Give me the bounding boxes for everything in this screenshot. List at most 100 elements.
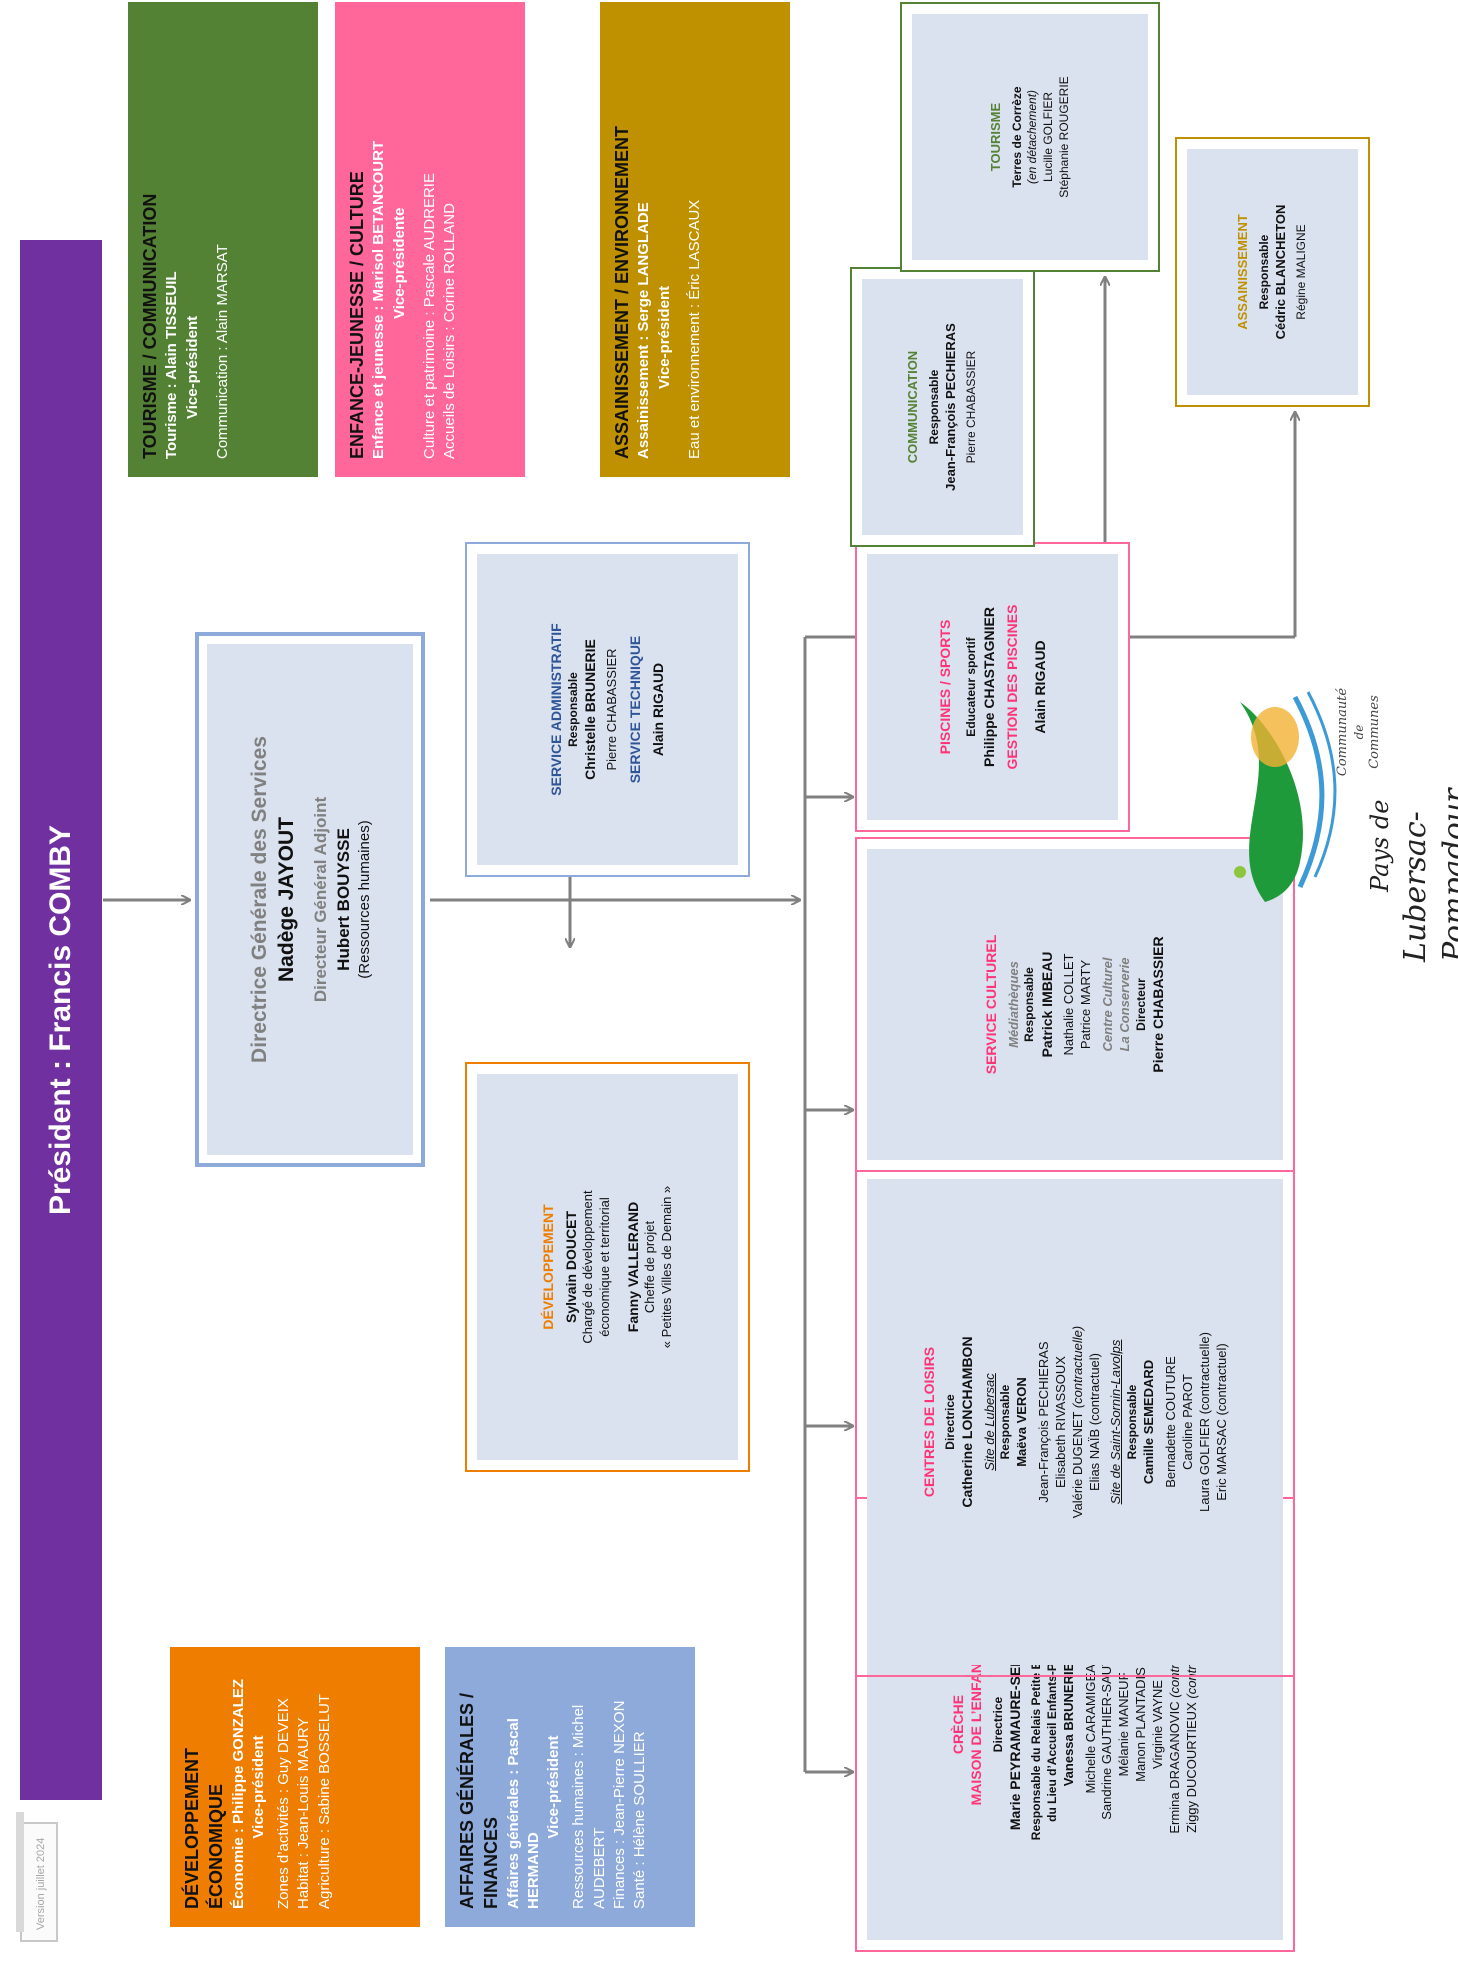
pools-role: Educateur sportif bbox=[964, 637, 979, 737]
leisure-site2-resp-label: Responsable bbox=[1125, 1384, 1140, 1460]
leisure-site2-staff: Eric MARSAC (contractuel) bbox=[1213, 1343, 1229, 1501]
leisure-staff-note: (contractuelle) bbox=[1069, 1325, 1085, 1409]
development-person2-name: Fanny VALLERAND bbox=[625, 1201, 642, 1333]
communication-box: COMMUNICATION Responsable Jean-François … bbox=[850, 267, 1035, 547]
vp-tourism-item: Communication : Alain MARSAT bbox=[213, 244, 231, 459]
vp-youth-line2: Vice-présidente bbox=[390, 207, 408, 319]
cultural-dir-name: Pierre CHABASSIER bbox=[1150, 936, 1167, 1073]
version-tab-shadow bbox=[16, 1812, 24, 1932]
creche-title: CRÈCHE bbox=[950, 1694, 967, 1755]
pools-box: PISCINES / SPORTS Educateur sportif Phil… bbox=[855, 542, 1130, 832]
vp-economic-line2: Vice-président bbox=[249, 1735, 267, 1839]
communication-title: COMMUNICATION bbox=[905, 350, 921, 464]
communication-staff: Pierre CHABASSIER bbox=[964, 350, 979, 464]
vp-finances-item: Santé : Hélène SOULLIER bbox=[631, 1731, 649, 1909]
vp-tourism-title: TOURISME / COMMUNICATION bbox=[140, 193, 160, 459]
sanitation-service-box: ASSAINISSEMENT Responsable Cédric BLANCH… bbox=[1175, 137, 1370, 407]
version-label: Version juillet 2024 bbox=[35, 1837, 47, 1930]
dga-name: Hubert BOUYSSE bbox=[333, 828, 353, 971]
vp-sanitation-line1: Assainissement : Serge LANGLADE bbox=[635, 202, 653, 459]
vp-sanitation-title: ASSAINISSEMENT / ENVIRONNEMENT bbox=[612, 125, 632, 459]
admin-service-title: SERVICE ADMINISTRATIF bbox=[548, 623, 565, 796]
development-person1-role: économique et territorial bbox=[597, 1197, 613, 1337]
vp-finances-line1: Affaires générales : Pascal HERMAND bbox=[504, 1718, 542, 1909]
vp-finances-box: AFFAIRES GÉNÉRALES / FINANCES Affaires g… bbox=[445, 1647, 695, 1927]
leisure-site1-staff: Valérie DUGENET (contractuelle) bbox=[1070, 1326, 1087, 1518]
tourism-service-title: TOURISME bbox=[987, 102, 1003, 172]
vp-economic-item: Zones d’activités : Guy DEVEIX bbox=[275, 1698, 293, 1909]
version-tab: Version juillet 2024 bbox=[16, 1812, 58, 1942]
vp-youth-line1: Enfance et jeunesse : Marisol BETANCOURT bbox=[370, 140, 388, 459]
development-box: DÉVELOPPEMENT Sylvain DOUCET Chargé de d… bbox=[465, 1062, 750, 1472]
technical-service-title: SERVICE TECHNIQUE bbox=[627, 635, 644, 784]
sanitation-service-title: ASSAINISSEMENT bbox=[1235, 214, 1251, 330]
vp-economic-item: Agriculture : Sabine BOSSELUT bbox=[315, 1693, 333, 1909]
vp-youth-box: ENFANCE-JEUNESSE / CULTURE Enfance et je… bbox=[335, 2, 525, 477]
logo-line1: Communauté bbox=[1335, 687, 1350, 777]
cultural-sub1: Médiathèques bbox=[1005, 961, 1021, 1048]
creche-staff: Mélanie MANEUF bbox=[1116, 1672, 1132, 1777]
pools-title2: GESTION DES PISCINES bbox=[1003, 604, 1020, 770]
leisure-site2-resp-name: Camille SEMEDARD bbox=[1140, 1359, 1156, 1485]
vp-economic-item: Habitat : Jean-Louis MAURY bbox=[295, 1717, 313, 1909]
vp-sanitation-box: ASSAINISSEMENT / ENVIRONNEMENT Assainiss… bbox=[600, 2, 790, 477]
communication-resp-name: Jean-François PECHIERAS bbox=[942, 323, 958, 491]
dgs-name: Nadège JAYOUT bbox=[275, 817, 299, 982]
pools-name2: Alain RIGAUD bbox=[1031, 640, 1048, 734]
development-person2-role: « Petites Villes de Demain » bbox=[659, 1185, 675, 1349]
president-bar: Président : Francis COMBY bbox=[20, 240, 102, 1800]
technical-name: Alain RIGAUD bbox=[650, 662, 667, 757]
leisure-site1-staff: Elias NAÏB (contractuel) bbox=[1086, 1353, 1102, 1491]
cultural-dir-label: Directeur bbox=[1133, 978, 1148, 1031]
leisure-dir-name: Catherine LONCHAMBON bbox=[959, 1336, 976, 1508]
admin-staff: Pierre CHABASSIER bbox=[604, 648, 620, 771]
vp-tourism-line2: Vice-président bbox=[183, 315, 201, 419]
leisure-site2-staff: Caroline PAROT bbox=[1179, 1374, 1195, 1470]
vp-tourism-box: TOURISME / COMMUNICATION Tourisme : Alai… bbox=[128, 2, 318, 477]
creche-relais-name: Vanessa BRUNERIE bbox=[1060, 1662, 1076, 1787]
cultural-sub2: Centre Culturel bbox=[1100, 957, 1116, 1052]
tourism-service-box: TOURISME Terres de Corrèze (en détacheme… bbox=[900, 2, 1160, 272]
dga-title: Directeur Général Adjoint bbox=[311, 796, 331, 1003]
dgs-box: Directrice Générale des Services Nadège … bbox=[195, 632, 425, 1167]
vp-youth-item: Accueils de Loisirs : Corine ROLLAND bbox=[441, 203, 459, 459]
leisure-site1-resp-label: Responsable bbox=[998, 1384, 1013, 1460]
vp-economic-title: DÉVELOPPEMENT ÉCONOMIQUE bbox=[182, 1747, 227, 1909]
logo-swirl-graphic bbox=[1234, 691, 1337, 902]
tourism-service-note: (en détachement) bbox=[1025, 89, 1040, 185]
president-label: Président : Francis COMBY bbox=[44, 824, 77, 1216]
development-title: DÉVELOPPEMENT bbox=[539, 1204, 556, 1330]
tourism-service-staff: Lucille GOLFIER bbox=[1040, 91, 1055, 183]
leisure-site1-resp-name: Maëva VERON bbox=[1014, 1377, 1030, 1467]
logo-line5: Lubersac-Pompadour bbox=[1398, 788, 1458, 963]
creche-contract-name: Ermina DRAGANOVIC bbox=[1166, 1701, 1182, 1834]
cultural-staff: Patrice MARTY bbox=[1078, 959, 1094, 1050]
communication-resp-label: Responsable bbox=[926, 369, 941, 445]
sanitation-resp-label: Responsable bbox=[1256, 234, 1271, 310]
logo: Communauté de Communes Pays de Lubersac-… bbox=[1180, 642, 1458, 962]
creche-staff: Virginie VAYNE bbox=[1150, 1680, 1166, 1769]
development-person1-name: Sylvain DOUCET bbox=[563, 1210, 580, 1324]
leisure-site2: Site de Saint-Sornin-Lavolps bbox=[1108, 1339, 1124, 1505]
leisure-box: CENTRES DE LOISIRS Directrice Catherine … bbox=[855, 1167, 1295, 1677]
leisure-site1: Site de Lubersac bbox=[981, 1373, 997, 1471]
pools-name: Philippe CHASTAGNIER bbox=[980, 607, 997, 767]
leisure-site2-staff: Laura GOLFIER (contractuelle) bbox=[1196, 1332, 1212, 1512]
leisure-site1-staff: Jean-François PECHIERAS bbox=[1035, 1341, 1051, 1503]
vp-economic-box: DÉVELOPPEMENT ÉCONOMIQUE Économie : Phil… bbox=[170, 1647, 420, 1927]
tourism-service-sub: Terres de Corrèze bbox=[1009, 86, 1024, 188]
vp-sanitation-line2: Vice-président bbox=[655, 285, 673, 389]
cultural-title: SERVICE CULTUREL bbox=[983, 934, 1000, 1075]
vp-economic-line1: Économie : Philippe GONZALEZ bbox=[229, 1678, 247, 1909]
cultural-resp-name: Patrick IMBEAU bbox=[1039, 951, 1056, 1058]
leisure-staff-name: Valérie DUGENET bbox=[1069, 1411, 1085, 1519]
creche-staff: Manon PLANTADIS bbox=[1133, 1667, 1149, 1782]
leisure-dir-label: Directrice bbox=[942, 1394, 957, 1450]
vp-finances-item: Finances : Jean-Pierre NEXON bbox=[610, 1700, 628, 1909]
vp-finances-title: AFFAIRES GÉNÉRALES / FINANCES bbox=[457, 1692, 502, 1909]
sanitation-staff: Régine MALIGNE bbox=[1294, 224, 1309, 320]
development-person2-role: Cheffe de projet bbox=[642, 1220, 658, 1314]
dga-note: (Ressources humaines) bbox=[355, 820, 373, 979]
vp-finances-item: Ressources humaines : Michel AUDEBERT bbox=[570, 1704, 608, 1909]
